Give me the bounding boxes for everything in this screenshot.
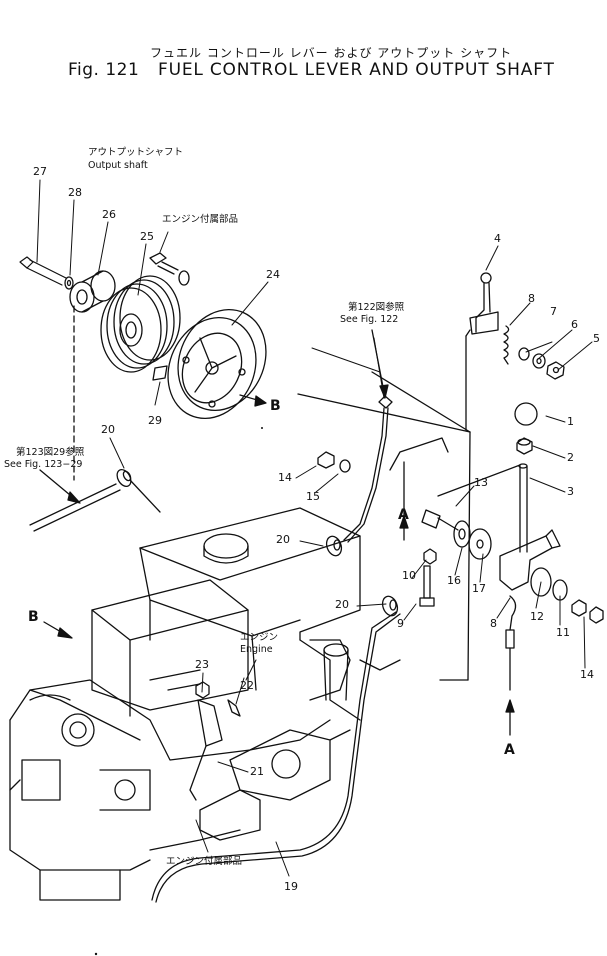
callout-23: 23 [195, 658, 209, 671]
bolt-22 [228, 700, 240, 716]
callout-20-low: 20 [335, 598, 349, 611]
callout-21: 21 [250, 765, 264, 778]
callout-6: 6 [571, 318, 578, 331]
engine-parts-note-top: エンジン付属部品 [162, 214, 239, 225]
nut-14-left [318, 452, 334, 468]
callout-16: 16 [447, 574, 461, 587]
washer-12 [531, 568, 551, 596]
marker-b-engine: B [28, 609, 39, 625]
leader-lines [37, 180, 592, 876]
callout-15: 15 [306, 490, 320, 503]
callout-9: 9 [397, 617, 404, 630]
see-fig-123-arrow [40, 470, 80, 503]
spring-8 [504, 326, 509, 364]
callout-26: 26 [102, 208, 116, 221]
arrow-a-top [400, 516, 408, 540]
callout-28: 28 [68, 186, 82, 199]
callout-1: 1 [567, 415, 574, 428]
marker-a-bottom: A [504, 742, 515, 758]
callout-20-shaft: 20 [101, 423, 115, 436]
washer-11 [553, 580, 567, 600]
washer-28 [65, 277, 73, 289]
grommet-20-low [380, 594, 400, 618]
see-fig-123-note-jp: 第123図29参照 [16, 447, 85, 458]
throttle-cable-19 [152, 612, 400, 902]
scan-dots [94, 427, 263, 956]
fuel-cable [344, 396, 392, 542]
bolt-27 [20, 257, 66, 285]
output-shaft [30, 306, 160, 531]
rod-3 [519, 464, 527, 552]
flywheel-24 [152, 295, 282, 433]
arrow-b-top [240, 395, 266, 406]
engine-parts-note-bottom: エンジン付属部品 [166, 856, 243, 867]
washer-16 [454, 521, 470, 547]
engine-note-jp: エンジン [240, 632, 279, 643]
callout-27: 27 [33, 165, 47, 178]
nut-10 [424, 549, 436, 564]
plate-17 [469, 529, 491, 559]
bolt-13 [422, 510, 458, 530]
knob-1 [515, 403, 537, 425]
engine-body [10, 508, 400, 900]
callout-25: 25 [140, 230, 154, 243]
lever-4 [470, 273, 498, 334]
see-fig-122-note: See Fig. 122 [340, 314, 399, 325]
output-shaft-note-jp: アウトプットシャフト [88, 147, 184, 158]
figure-title: FUEL CONTROL LEVER AND OUTPUT SHAFT [158, 60, 555, 80]
arrow-a-bottom [506, 700, 514, 735]
bolt-9 [420, 566, 434, 606]
engine-note: Engine [240, 644, 273, 655]
nut-2 [517, 438, 532, 454]
callout-22: 22 [240, 679, 254, 692]
nut-23 [196, 682, 209, 698]
bracket-21 [190, 700, 222, 800]
callout-11: 11 [556, 626, 570, 639]
callout-14-right: 14 [580, 668, 594, 681]
callout-7: 7 [550, 305, 557, 318]
callout-8-top: 8 [528, 292, 535, 305]
lever-plate [500, 530, 560, 590]
callout-2: 2 [567, 451, 574, 464]
collar-26 [70, 271, 115, 312]
callout-17: 17 [472, 582, 486, 595]
callout-10: 10 [402, 569, 416, 582]
cable-end-8 [506, 596, 516, 690]
control-panel-plate [298, 330, 520, 680]
callout-20-mid: 20 [276, 533, 290, 546]
callout-8-bottom: 8 [490, 617, 497, 630]
grommet-20-mid [324, 534, 344, 558]
callout-24: 24 [266, 268, 280, 281]
marker-b-top: B [270, 398, 281, 414]
see-fig-122-note-jp: 第122図参照 [348, 302, 405, 313]
arrow-b-engine [44, 622, 72, 638]
washer-6 [533, 354, 545, 368]
key-29 [153, 366, 167, 380]
callout-19: 19 [284, 880, 298, 893]
washer-15 [340, 460, 350, 472]
nut-14-right [572, 600, 603, 623]
callout-5: 5 [593, 332, 600, 345]
output-shaft-note: Output shaft [88, 160, 148, 171]
callout-14-left: 14 [278, 471, 292, 484]
callout-3: 3 [567, 485, 574, 498]
callout-13: 13 [474, 476, 488, 489]
figure-title-japanese: フュエル コントロール レバー および アウトプット シャフト [150, 46, 513, 60]
callout-29: 29 [148, 414, 162, 427]
pulley-bolt [150, 253, 189, 285]
callout-4: 4 [494, 232, 501, 245]
figure-number: Fig. 121 [68, 60, 140, 80]
nut-5 [547, 362, 564, 379]
marker-a-top: A [398, 507, 409, 523]
washer-7 [519, 348, 529, 360]
pulley-25 [101, 276, 180, 372]
callout-12: 12 [530, 610, 544, 623]
see-fig-122-arrow [372, 330, 388, 398]
see-fig-123-note: See Fig. 123−29 [4, 459, 83, 470]
